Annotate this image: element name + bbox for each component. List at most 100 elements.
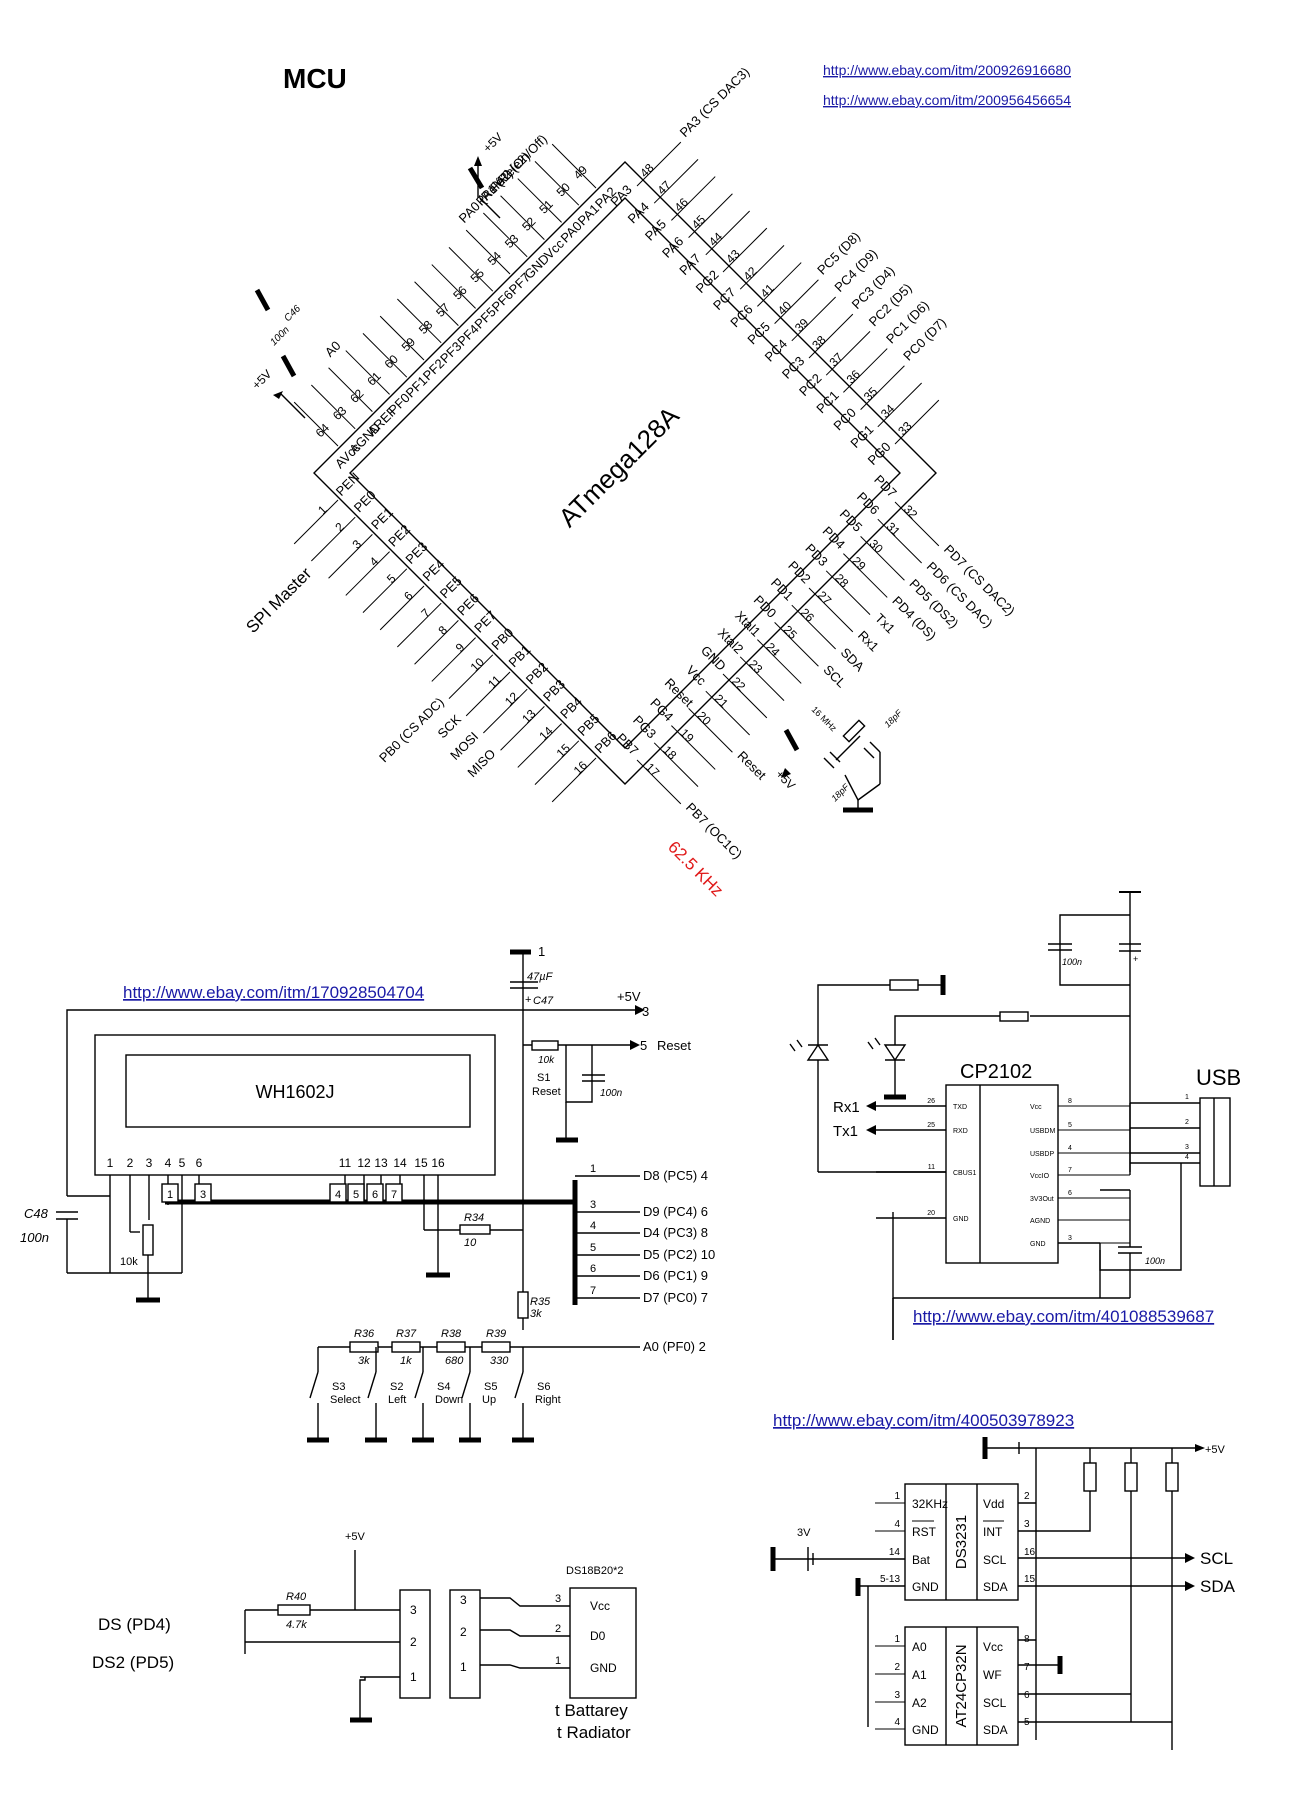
sensor-note-1: t Battarey [555, 1701, 628, 1720]
ladder-resistor-label: R39 [486, 1328, 506, 1340]
cp2102-pin-name: RXD [953, 1128, 968, 1135]
chip-pin-name: GND [912, 1723, 939, 1737]
ladder-resistor-label: R36 [354, 1328, 375, 1340]
switch-name: Select [330, 1394, 361, 1406]
button-ladder: R363kR371kR38680R39330S3SelectS2LeftS4Do… [307, 1328, 561, 1443]
lcd-bus-tap [194, 1183, 212, 1203]
lcd-data-label: D8 (PC5) 4 [643, 1168, 708, 1183]
ladder-resistor-label: R38 [441, 1328, 462, 1340]
mcu-pin-line [894, 501, 940, 547]
lcd-module-name: WH1602J [255, 1082, 334, 1102]
mcu-pin-line [843, 553, 888, 598]
ladder-resistor-value: 330 [490, 1355, 509, 1367]
plus5v-temp: +5V [345, 1531, 366, 1543]
usb-cap-plus: + [1133, 954, 1138, 964]
c46-label: C46 [282, 303, 303, 324]
cp2102-chip [945, 1084, 1059, 1264]
mcu-pin-line [328, 367, 373, 412]
usb-connector-pin-number: 1 [1185, 1094, 1189, 1101]
mcu-pin-line [877, 382, 922, 428]
connector-a-pin: 1 [410, 1670, 417, 1684]
spi-master-label: SPI Master [242, 564, 315, 637]
sensor-pin-number: 3 [555, 1593, 561, 1605]
eeprom-chip [904, 1626, 1019, 1746]
usb-connector[interactable] [1199, 1097, 1231, 1187]
sensor-pin-name: D0 [590, 1629, 606, 1643]
chip-pin-number: 4 [894, 1519, 900, 1530]
lcd-display [125, 1054, 471, 1128]
mcu-pin-number: 13 [519, 706, 539, 726]
chip-pin-name: Vcc [983, 1640, 1003, 1654]
usb-link[interactable]: http://www.ebay.com/itm/401088539687 [913, 1307, 1214, 1326]
cp2102-pin-number: 3 [1068, 1235, 1072, 1242]
chip-pin-number: 5-13 [880, 1574, 900, 1585]
s1-sublabel: Reset [532, 1086, 561, 1098]
mcu-pin-line [362, 568, 408, 613]
sensor-wire [480, 1664, 570, 1669]
usb-cap-3v3: 100n [1145, 1256, 1165, 1266]
connector-a [399, 1589, 431, 1699]
lcd-data-number: 5 [590, 1242, 596, 1254]
usb-cap-top: 100n [1062, 957, 1082, 967]
mcu-pin-line [791, 296, 836, 342]
cp2102-pin-name: GND [1030, 1241, 1046, 1248]
sensor-title: DS18B20*2 [566, 1565, 624, 1577]
plus5v-lcd: +5V [617, 989, 641, 1004]
sensor-pin-name: GND [590, 1661, 617, 1675]
mcu-pin-line [843, 348, 888, 393]
mcu-pin-signal: SDA [838, 645, 868, 675]
mcu-pin-line [722, 673, 768, 719]
mcu-pin-line [722, 227, 768, 273]
rtc-link[interactable]: http://www.ebay.com/itm/400503978923 [773, 1411, 1074, 1430]
ds2-label: DS2 (PD5) [92, 1653, 174, 1672]
r34-value: 10 [464, 1237, 477, 1249]
chip-pin-number: 3 [894, 1690, 900, 1701]
mcu-pin-line [774, 279, 819, 324]
usb-connector-pin-number: 2 [1185, 1119, 1189, 1126]
eeprom-name: AT24CP32N [953, 1644, 970, 1727]
cp2102-pin-number: 5 [1068, 1122, 1072, 1129]
lcd-bus-tap [385, 1183, 403, 1203]
mcu-pin-line [379, 585, 425, 631]
mcu-pin-signal: PA3 (CS DAC3) [677, 64, 753, 140]
mcu-pin-line [293, 499, 339, 545]
lcd-bus-number: 3 [200, 1189, 206, 1201]
mcu-pin-line [860, 536, 905, 581]
mcu-link-2[interactable]: http://www.ebay.com/itm/200956456654 [823, 92, 1071, 108]
mcu-pin-line [671, 725, 716, 770]
mcu-pin-line [653, 159, 699, 204]
lcd-data-label: D7 (PC0) 7 [643, 1290, 708, 1305]
mcu-pin-line [551, 143, 597, 189]
mcu-pin-line [414, 620, 459, 665]
mcu-pin-number: 15 [554, 741, 574, 761]
mcu-pin-line [534, 161, 580, 206]
r34-label: R34 [464, 1212, 484, 1224]
lcd-bus-number: 5 [353, 1189, 359, 1201]
mcu-pin-line [825, 331, 871, 376]
mcu-pin-line [705, 210, 750, 256]
chip-pin-name: A0 [912, 1640, 927, 1654]
switch-name: Right [535, 1394, 561, 1406]
mcu-pin-signal: SCL [821, 662, 849, 690]
mcu-pin-line [825, 570, 871, 615]
lcd-link[interactable]: http://www.ebay.com/itm/170928504704 [123, 983, 424, 1002]
a0-line-label: A0 (PF0) 2 [643, 1339, 706, 1354]
cap-18pf-b: 18pF [829, 781, 851, 803]
lcd-pin-number: 6 [196, 1156, 203, 1170]
mcu-pin-signal: A0 [322, 338, 344, 360]
chip-pin-number: 7 [1024, 1662, 1030, 1673]
sda-label: SDA [1200, 1577, 1236, 1596]
switch-label: S4 [437, 1381, 450, 1393]
cp2102-pin-name: TXD [953, 1104, 967, 1111]
switch-contact [461, 1371, 471, 1399]
mcu-link-1[interactable]: http://www.ebay.com/itm/200926916680 [823, 62, 1071, 78]
connector-b [449, 1589, 481, 1699]
switch-name: Up [482, 1394, 496, 1406]
tx1-label: Tx1 [833, 1123, 858, 1140]
mcu-pin-line [894, 399, 940, 445]
